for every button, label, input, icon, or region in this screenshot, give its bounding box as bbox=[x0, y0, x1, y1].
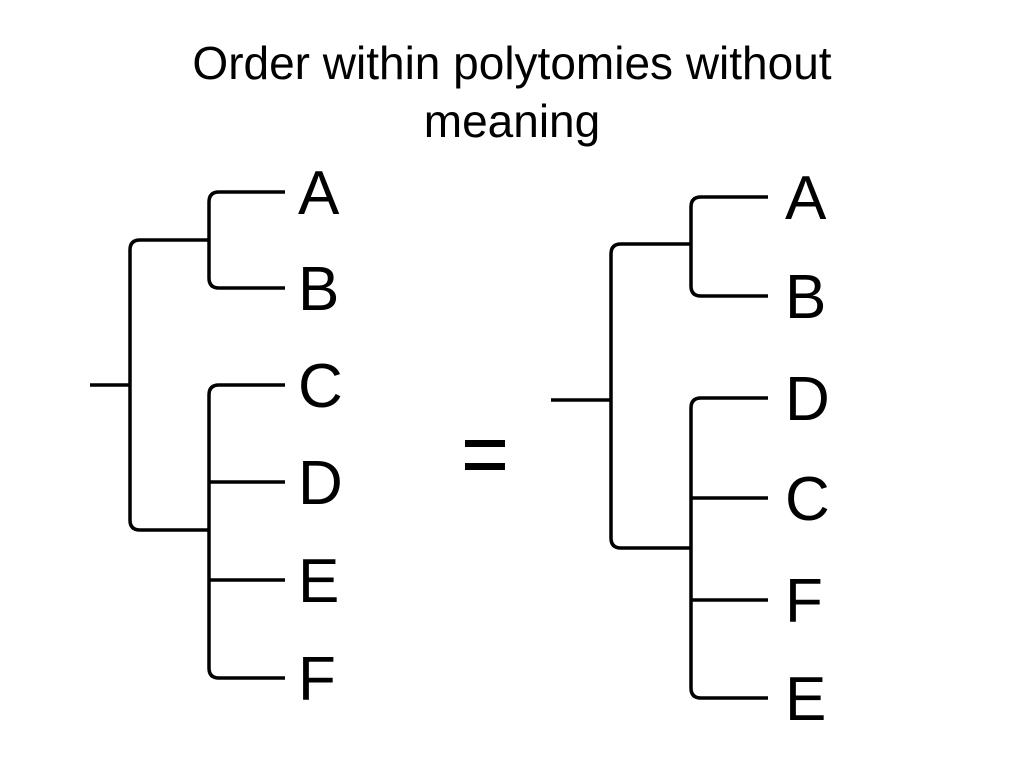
leaf-label: B bbox=[785, 263, 826, 332]
right-clade-2-bracket bbox=[689, 396, 768, 700]
leaf-label: C bbox=[298, 352, 343, 421]
left-clade-1-bracket bbox=[207, 190, 285, 290]
leaf-label: E bbox=[785, 665, 826, 734]
leaf-label: D bbox=[298, 449, 343, 518]
leaf-label: F bbox=[785, 567, 823, 636]
leaf-label: C bbox=[785, 465, 830, 534]
leaf-label: B bbox=[298, 255, 339, 324]
left-clade-2-bracket bbox=[207, 383, 285, 680]
leaf-label: A bbox=[298, 159, 340, 228]
right-root-spine bbox=[609, 242, 691, 550]
right-clade-1-bracket bbox=[689, 195, 768, 298]
leaf-label: A bbox=[785, 164, 827, 233]
slide-title: Order within polytomies without meaning bbox=[192, 37, 832, 147]
leaf-label: D bbox=[785, 365, 830, 434]
equals-bar-bottom bbox=[465, 463, 505, 470]
right-tree: A B D C F E bbox=[551, 164, 830, 734]
left-tree: A B C D E F bbox=[90, 159, 343, 714]
leaf-label: E bbox=[298, 547, 339, 616]
left-root-spine bbox=[128, 238, 209, 532]
equals-sign bbox=[465, 440, 505, 470]
equals-bar-top bbox=[465, 440, 505, 447]
leaf-label: F bbox=[298, 645, 336, 714]
